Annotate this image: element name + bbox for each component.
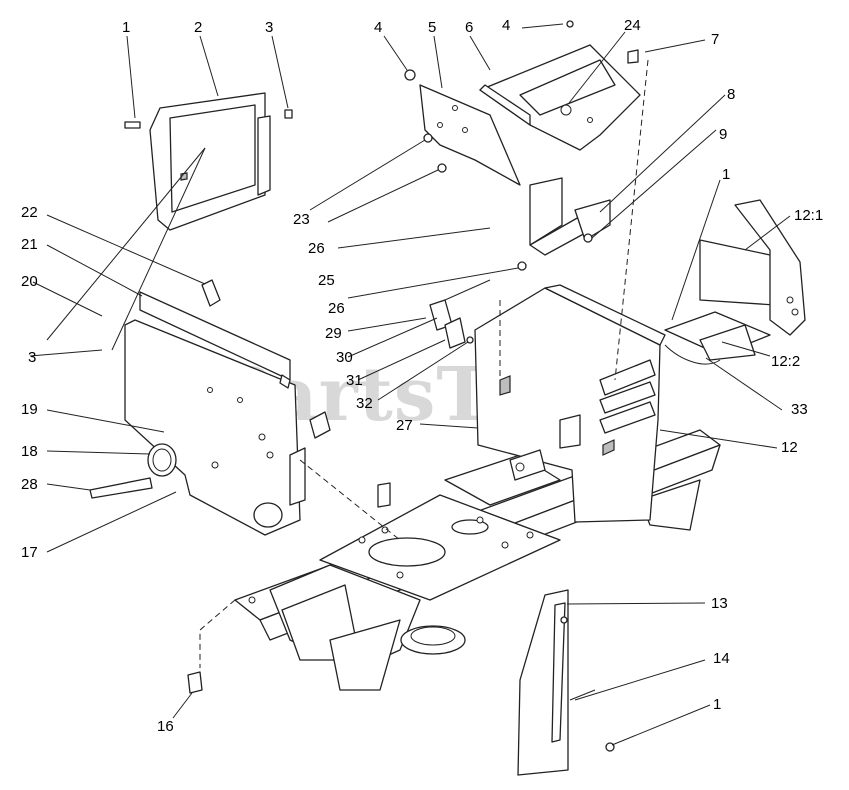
callout-27: 27 bbox=[396, 417, 413, 434]
callout-14: 14 bbox=[713, 650, 730, 667]
callout-19: 19 bbox=[21, 401, 38, 418]
callout-23: 23 bbox=[293, 211, 310, 228]
right-lower-bracket bbox=[187, 482, 615, 776]
callout-29: 29 bbox=[325, 325, 342, 342]
callout-8: 8 bbox=[727, 86, 735, 103]
assembly-lines bbox=[46, 59, 649, 701]
callout-7: 7 bbox=[711, 31, 719, 48]
callout-2: 2 bbox=[194, 19, 202, 36]
callout-6: 6 bbox=[465, 19, 473, 36]
callout-32: 32 bbox=[356, 395, 373, 412]
callout-13: 13 bbox=[711, 595, 728, 612]
rear-body bbox=[474, 284, 666, 523]
callout-28: 28 bbox=[21, 476, 38, 493]
callout-26b: 26 bbox=[328, 300, 345, 317]
callout-33: 33 bbox=[791, 401, 808, 418]
callout-18: 18 bbox=[21, 443, 38, 460]
top-left-panel bbox=[124, 92, 293, 231]
center-bracket bbox=[404, 69, 521, 186]
callout-12-2: 12:2 bbox=[771, 353, 800, 370]
callout-1b: 1 bbox=[722, 166, 730, 183]
left-dash-panel bbox=[89, 279, 331, 536]
callout-4: 4 bbox=[374, 19, 382, 36]
callout-12: 12 bbox=[781, 439, 798, 456]
callout-12-1: 12:1 bbox=[794, 207, 823, 224]
callout-5: 5 bbox=[428, 19, 436, 36]
callout-1c: 1 bbox=[713, 696, 721, 713]
callout-3b: 3 bbox=[28, 349, 36, 366]
callout-24: 24 bbox=[624, 17, 641, 34]
mid-bracket bbox=[517, 177, 611, 271]
callout-26: 26 bbox=[308, 240, 325, 257]
callout-21: 21 bbox=[21, 236, 38, 253]
callout-25: 25 bbox=[318, 272, 335, 289]
leader-lines bbox=[29, 23, 791, 746]
callouts: 1 2 3 4 5 6 4 24 7 8 9 1 12:1 22 23 21 2… bbox=[21, 17, 823, 735]
callout-31: 31 bbox=[346, 372, 363, 389]
callout-9: 9 bbox=[719, 126, 727, 143]
callout-16: 16 bbox=[157, 718, 174, 735]
callout-30: 30 bbox=[336, 349, 353, 366]
small-brackets bbox=[429, 299, 474, 349]
callout-3: 3 bbox=[265, 19, 273, 36]
rear-hitch bbox=[664, 199, 806, 365]
callout-20: 20 bbox=[21, 273, 38, 290]
callout-4b: 4 bbox=[502, 17, 510, 34]
callout-22: 22 bbox=[21, 204, 38, 221]
callout-1: 1 bbox=[122, 19, 130, 36]
upper-mount bbox=[479, 20, 641, 151]
callout-17: 17 bbox=[21, 544, 38, 561]
